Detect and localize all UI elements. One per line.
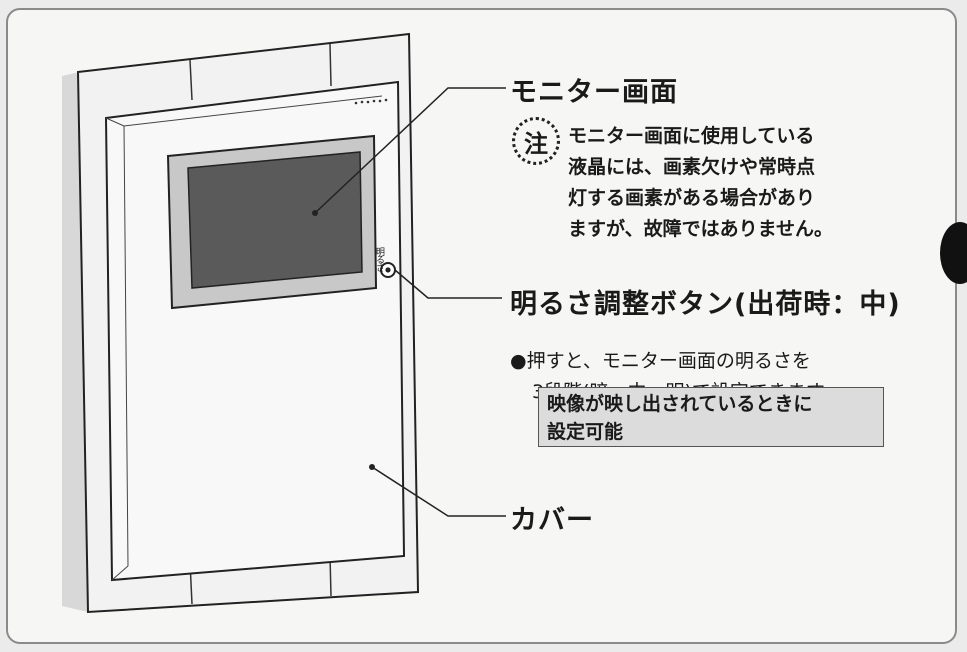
- speaker-dots: [354, 98, 388, 105]
- device-button-label: 明るさ: [374, 247, 384, 271]
- frame-seam: [329, 43, 332, 87]
- note-line: 液晶には、画素欠けや常時点: [568, 156, 816, 178]
- leader-monitor: [314, 87, 506, 214]
- callout-line: 設定可能: [547, 421, 624, 443]
- note-text: モニター画面に使用している 液晶には、画素欠けや常時点 灯する画素がある場合があ…: [568, 121, 833, 245]
- cover-label: カバー: [510, 505, 594, 536]
- monitor-screen-label: モニター画面: [510, 77, 678, 108]
- page-edge-marker: [940, 222, 967, 284]
- note-line: モニター画面に使用している: [568, 125, 815, 147]
- callout-line: 映像が映し出されているときに: [547, 393, 813, 415]
- note-line: ますが、故障ではありません。: [568, 218, 834, 240]
- note-line: 灯する画素がある場合があり: [568, 187, 816, 209]
- note-icon: 注: [512, 117, 560, 165]
- leader-brightness: [394, 269, 502, 299]
- note-mark-text: 注: [524, 129, 548, 158]
- desc-line: ●押すと、モニター画面の明るさを: [510, 350, 811, 372]
- monitor-screen: [187, 151, 363, 289]
- brightness-button-label: 明るさ調整ボタン(出荷時：中): [510, 289, 901, 320]
- frame-seam: [189, 59, 193, 101]
- callout-box: 映像が映し出されているときに 設定可能: [538, 387, 884, 447]
- leader-cover: [371, 466, 506, 517]
